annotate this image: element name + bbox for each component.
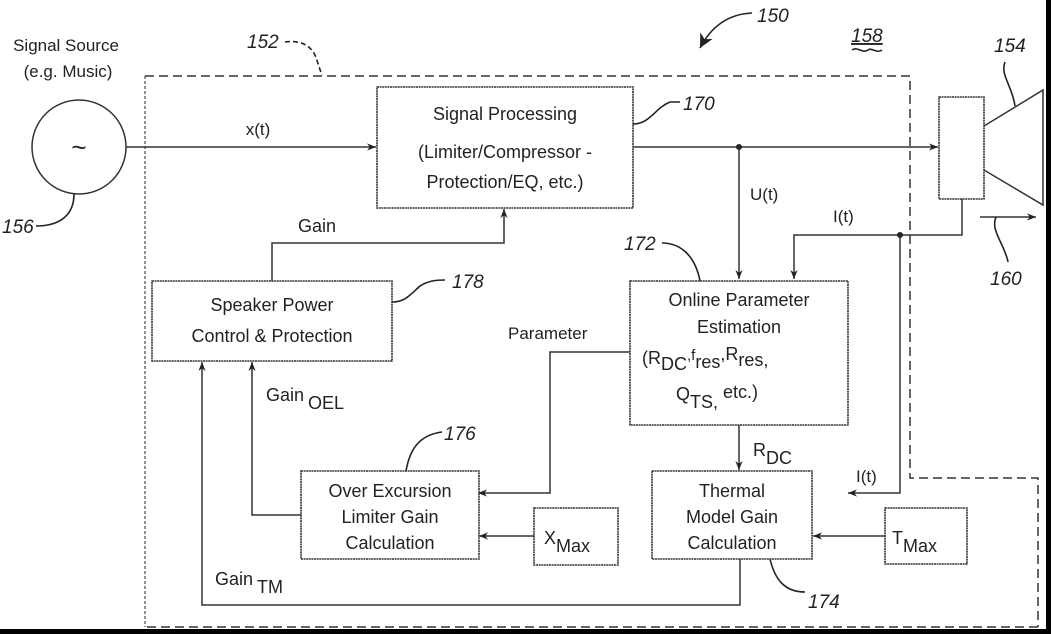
xt-label: x(t) <box>246 120 271 139</box>
it-label-thermal: I(t) <box>856 467 877 486</box>
sine-wave-icon: ~ <box>71 132 86 162</box>
parameter-label: Parameter <box>508 324 588 343</box>
ref-leader-154 <box>1003 61 1016 107</box>
parameter-estimation-params: (RDC,fres,Rres, <box>642 344 768 374</box>
t-max-block: TMax <box>884 507 968 565</box>
power-control-block: Speaker Power Control & Protection <box>151 280 393 362</box>
signal-processing-block: Signal Processing (Limiter/Compressor - … <box>376 86 634 209</box>
ref-176: 176 <box>444 424 476 445</box>
ref-156: 156 <box>2 217 34 238</box>
parameter-estimation-block: Online Parameter Estimation (RDC,fres,Rr… <box>629 280 849 426</box>
thermal-model-line1: Thermal <box>699 481 765 501</box>
power-control-line1: Speaker Power <box>210 295 333 315</box>
ref-leader-152 <box>284 40 323 76</box>
ref-leader-176 <box>405 431 443 472</box>
parameter-line <box>478 351 630 497</box>
speaker-cone <box>983 88 1044 207</box>
enclosure-boundary <box>144 75 1039 628</box>
gain-label: Gain <box>298 216 336 236</box>
ut-label: U(t) <box>750 185 778 204</box>
ref-leader-178 <box>391 279 446 303</box>
ref-leader-156 <box>35 193 75 227</box>
rdc-label: RDC <box>753 440 792 468</box>
ref-leader-160 <box>993 216 1009 263</box>
over-excursion-line1: Over Excursion <box>328 481 451 501</box>
ref-leader-170 <box>632 101 680 125</box>
it-label-top: I(t) <box>833 207 854 226</box>
speaker: 154 160 <box>938 36 1044 290</box>
signal-source: ~ Signal Source (e.g. Music) 156 <box>2 36 127 238</box>
ref-158-underline <box>851 48 883 53</box>
it-feedback-line <box>790 199 963 279</box>
over-excursion-line3: Calculation <box>345 533 434 553</box>
signal-processing-line3: Protection/EQ, etc.) <box>426 172 583 192</box>
ref-152: 152 <box>247 32 279 53</box>
ref-150: 150 <box>757 6 789 27</box>
gain-tm-line <box>198 362 741 606</box>
ref-160: 160 <box>990 269 1022 290</box>
signal-processing-line2: (Limiter/Compressor - <box>418 142 592 162</box>
x-max-label: XMax <box>544 528 590 556</box>
speaker-magnet <box>938 96 985 200</box>
ref-154: 154 <box>994 36 1026 57</box>
t-max-label: TMax <box>892 528 937 556</box>
power-control-line2: Control & Protection <box>191 326 352 346</box>
over-excursion-line2: Limiter Gain <box>341 507 438 527</box>
ref-172: 172 <box>624 234 656 255</box>
ref-arrow-150 <box>699 12 753 49</box>
ref-174: 174 <box>808 592 840 613</box>
over-excursion-block: Over Excursion Limiter Gain Calculation <box>300 470 480 560</box>
parameter-estimation-line2: Estimation <box>697 317 781 337</box>
thermal-model-block: Thermal Model Gain Calculation <box>651 470 813 560</box>
parameter-estimation-title: Online Parameter <box>668 290 809 310</box>
signal-source-label: Signal Source <box>13 36 119 55</box>
signal-source-sublabel: (e.g. Music) <box>24 62 113 81</box>
ref-178: 178 <box>452 272 484 293</box>
signal-processing-title: Signal Processing <box>433 104 577 124</box>
thermal-model-line3: Calculation <box>687 533 776 553</box>
gain-oel-line <box>248 362 301 516</box>
gain-line <box>271 209 508 281</box>
x-max-block: XMax <box>533 507 619 566</box>
ref-170: 170 <box>683 94 715 115</box>
ref-158: 158 <box>851 26 883 47</box>
it-to-thermal-line <box>848 235 901 497</box>
parameter-estimation-params-2: QTS, etc.) <box>676 382 758 412</box>
thermal-model-line2: Model Gain <box>686 507 778 527</box>
ref-leader-174 <box>769 558 806 593</box>
ref-leader-172 <box>661 242 701 282</box>
